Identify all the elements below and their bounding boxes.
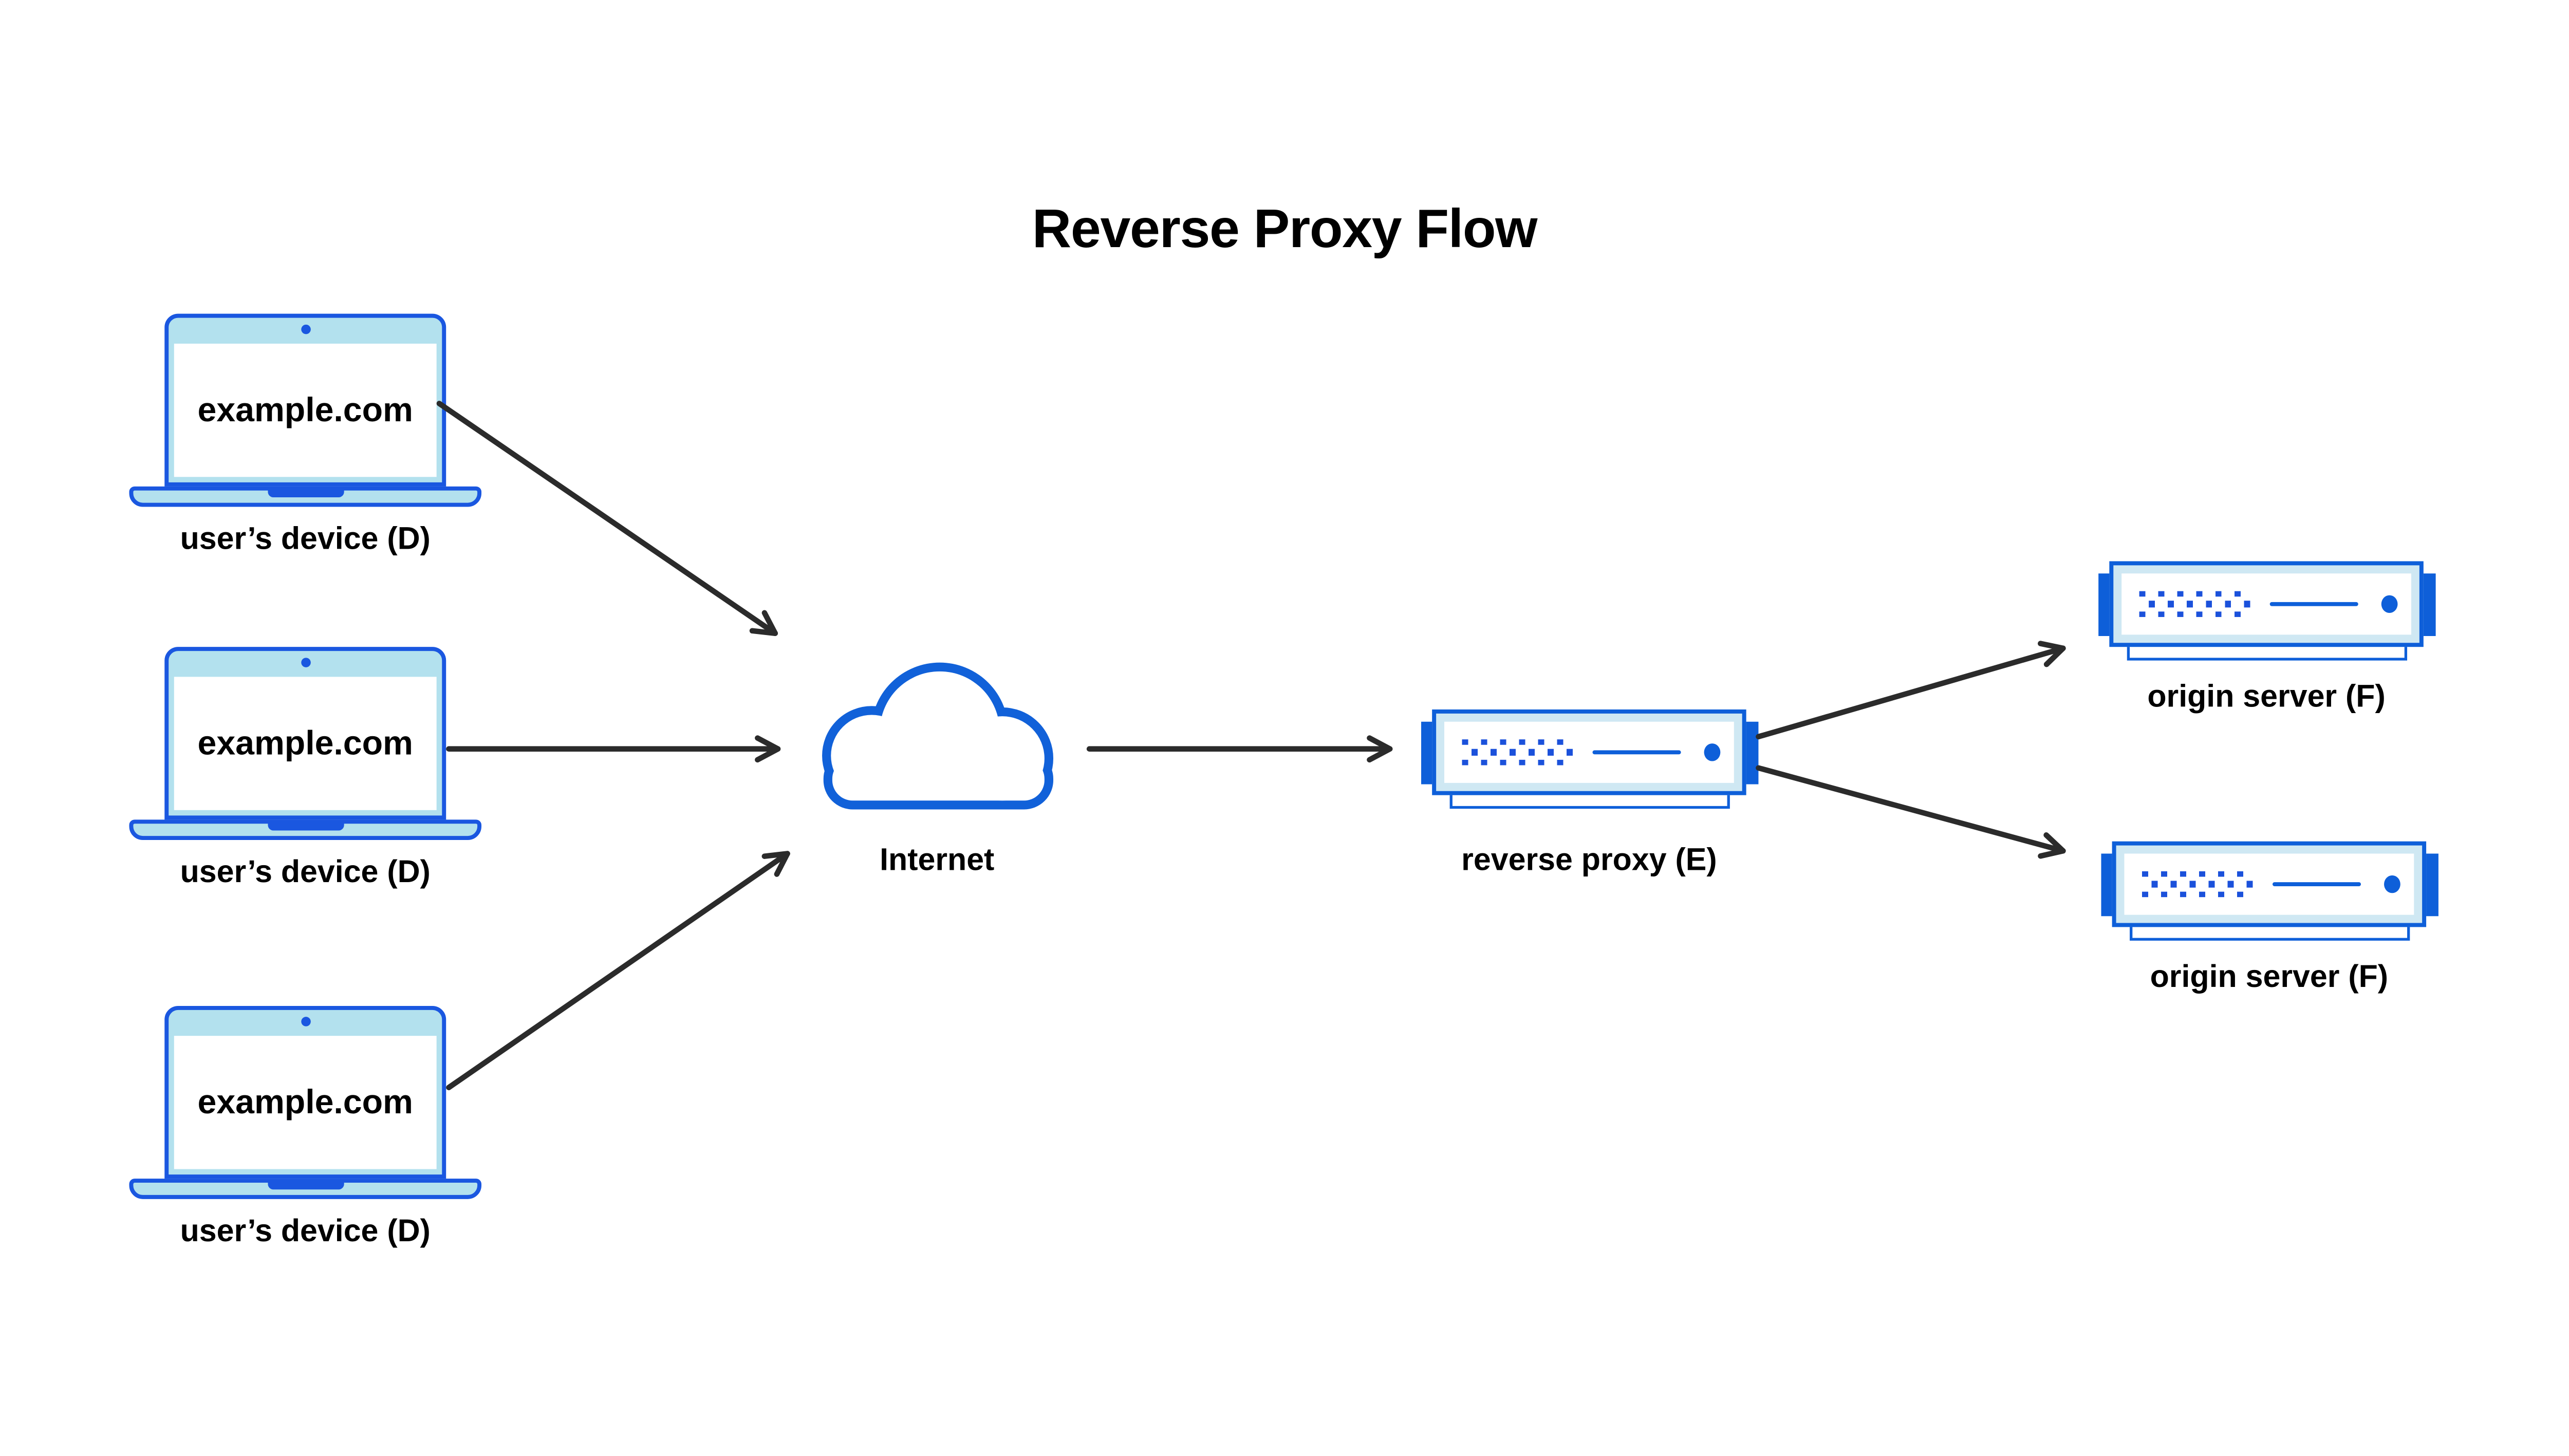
- server-vents: [2139, 591, 2251, 618]
- origin-server-label: origin server (F): [2147, 678, 2386, 714]
- arrow-device3-to-internet: [446, 851, 790, 1091]
- cloud-icon: [822, 662, 1054, 810]
- origin-server-node-2: origin server (F): [2101, 842, 2438, 994]
- diagram-canvas: Reverse Proxy Flow example.com user’s de…: [0, 85, 2569, 1371]
- reverse-proxy-node: reverse proxy (E): [1421, 710, 1759, 877]
- server-face: [1444, 722, 1734, 783]
- arrow-proxy-to-origin1: [1756, 641, 2066, 740]
- laptop-base: [129, 487, 482, 507]
- diagram-title: Reverse Proxy Flow: [1032, 199, 1538, 260]
- laptop-notch: [267, 1181, 344, 1190]
- laptop-icon: example.com: [164, 314, 446, 487]
- laptop-screen-text: example.com: [174, 1036, 437, 1169]
- laptop-base: [129, 819, 482, 841]
- laptop-screen-text: example.com: [174, 677, 437, 811]
- origin-server-node-1: origin server (F): [2098, 561, 2436, 714]
- internet-node: Internet: [808, 655, 1066, 877]
- server-face: [2124, 853, 2414, 915]
- laptop-icon: example.com: [164, 647, 446, 820]
- arrow-proxy-to-origin2: [1756, 765, 2066, 859]
- laptop-icon: example.com: [164, 1006, 446, 1179]
- device-label: user’s device (D): [180, 520, 431, 556]
- server-vents: [1462, 739, 1574, 766]
- server-icon: [1432, 710, 1746, 796]
- server-slot: [2269, 602, 2358, 607]
- server-led: [1704, 743, 1721, 761]
- server-led: [2384, 875, 2400, 893]
- origin-server-label: origin server (F): [2150, 958, 2389, 994]
- device-node-2: example.com user’s device (D): [129, 647, 482, 890]
- device-node-3: example.com user’s device (D): [129, 1006, 482, 1249]
- server-slot: [1592, 750, 1681, 755]
- server-icon: [2112, 842, 2427, 927]
- internet-label: Internet: [880, 842, 995, 877]
- server-led: [2381, 595, 2398, 613]
- laptop-base: [129, 1179, 482, 1200]
- device-node-1: example.com user’s device (D): [129, 314, 482, 557]
- webcam-dot-icon: [300, 1017, 310, 1026]
- laptop-notch: [267, 822, 344, 831]
- server-slot: [2272, 882, 2361, 887]
- arrow-device1-to-internet: [436, 401, 778, 637]
- webcam-dot-icon: [300, 325, 310, 334]
- device-label: user’s device (D): [180, 1212, 431, 1248]
- laptop-screen-text: example.com: [174, 344, 437, 477]
- laptop-notch: [267, 489, 344, 498]
- device-label: user’s device (D): [180, 853, 431, 889]
- webcam-dot-icon: [300, 658, 310, 668]
- reverse-proxy-label: reverse proxy (E): [1461, 842, 1717, 877]
- server-face: [2121, 573, 2411, 635]
- server-vents: [2142, 871, 2254, 898]
- server-icon: [2109, 561, 2424, 647]
